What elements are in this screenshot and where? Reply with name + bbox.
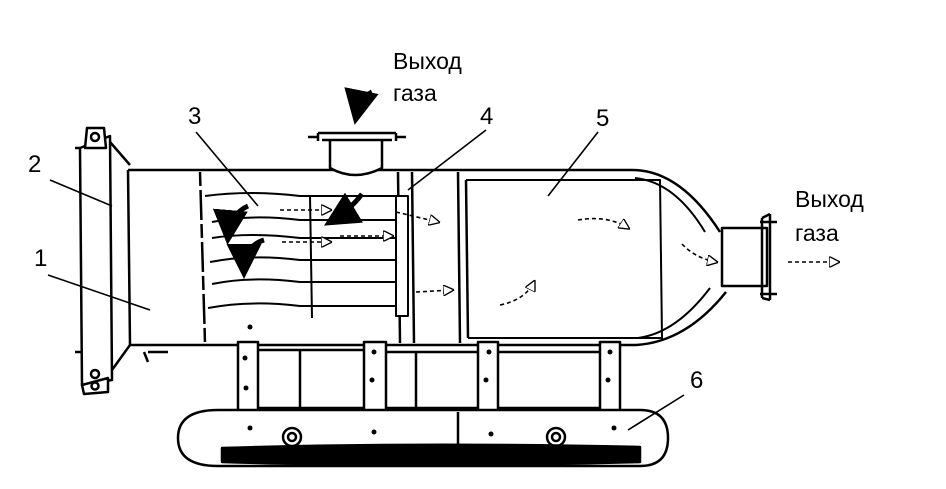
vessel-shell <box>126 168 727 347</box>
callout-6: 6 <box>690 367 704 394</box>
droplets <box>242 324 617 437</box>
flow-arrows-solid <box>212 87 379 279</box>
callout-3: 3 <box>188 103 202 130</box>
gas-outlet-top-label-line2: газа <box>393 80 437 106</box>
right-outlet-nozzle <box>720 212 777 302</box>
collector-tank <box>176 408 670 468</box>
left-flange <box>75 126 132 396</box>
gas-outlet-top-label-line1: Выход <box>393 48 462 74</box>
tube-bundle <box>204 192 409 319</box>
callout-5: 5 <box>596 105 610 132</box>
callout-2: 2 <box>28 151 42 178</box>
top-outlet-nozzle <box>308 131 406 177</box>
leader-lines <box>47 129 685 431</box>
flow-arrows-hollow <box>280 210 838 306</box>
drain-connectors <box>142 340 622 420</box>
gas-outlet-right-label-line1: Выход <box>795 186 864 212</box>
callout-4: 4 <box>480 103 494 130</box>
gas-outlet-right-label-line2: газа <box>795 220 839 246</box>
callout-1: 1 <box>34 245 48 272</box>
